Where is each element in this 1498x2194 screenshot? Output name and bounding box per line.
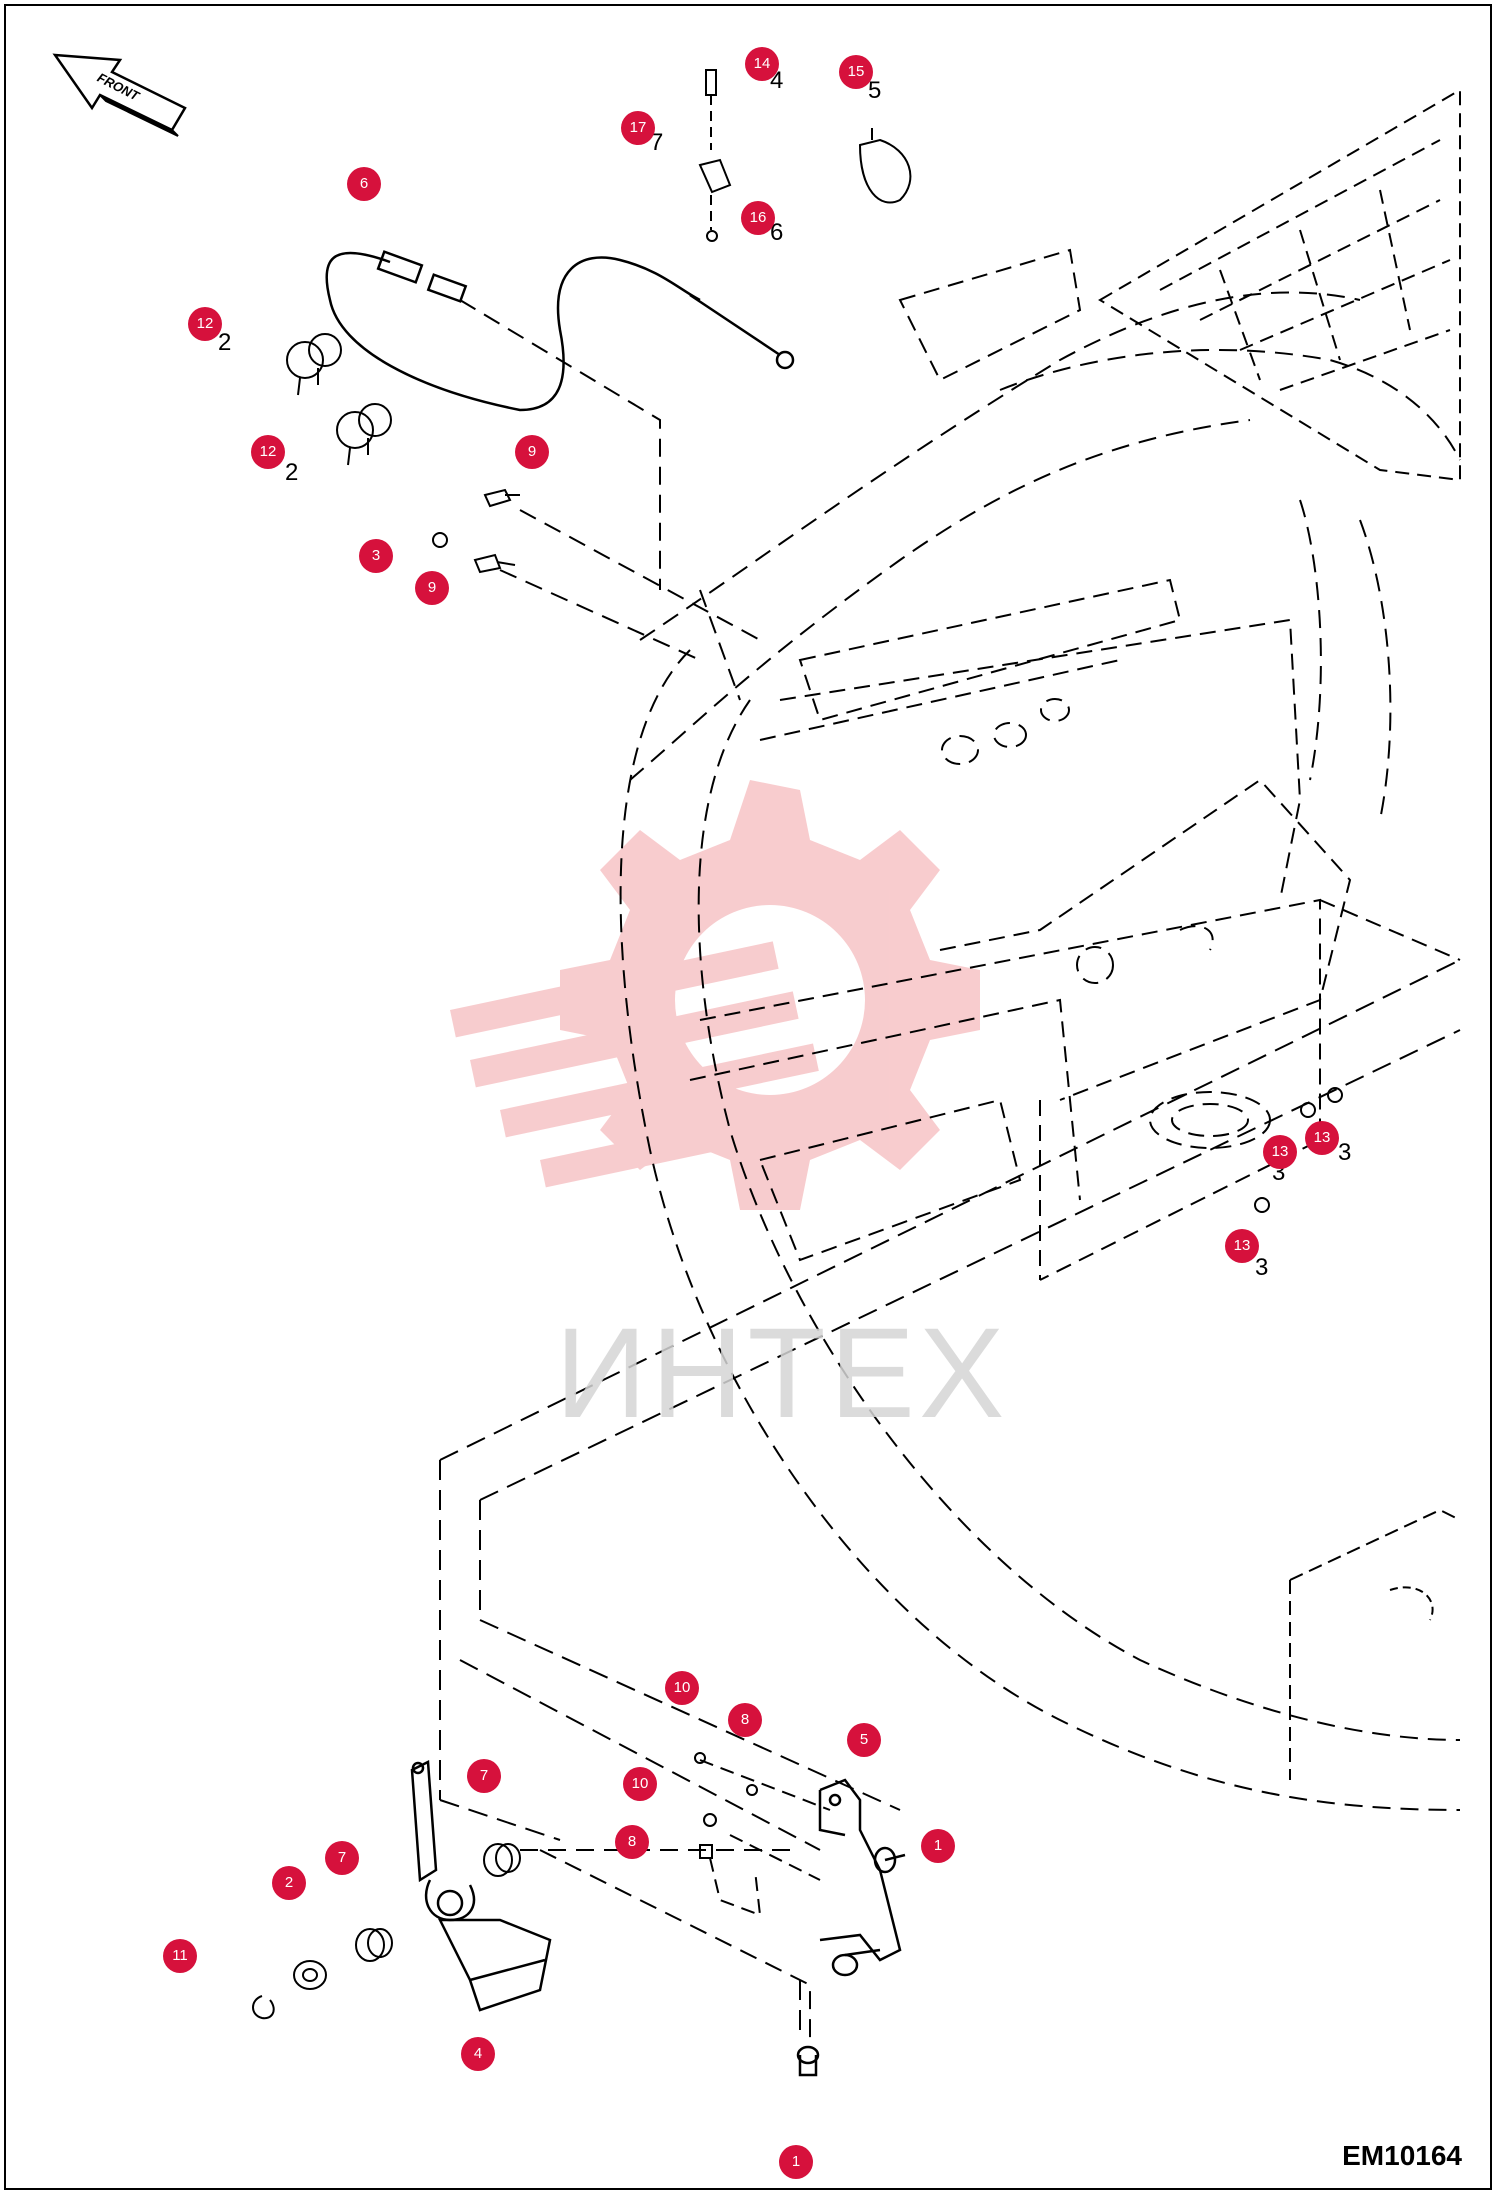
- svg-text:5: 5: [868, 77, 881, 104]
- throttle-cable: [325, 250, 795, 412]
- diagram-code: EM10164: [1342, 2140, 1462, 2171]
- callout-6[interactable]: 6: [347, 167, 381, 201]
- svg-text:2: 2: [285, 459, 298, 486]
- callout-14[interactable]: 14: [745, 47, 779, 81]
- rear-grille: [1098, 88, 1461, 482]
- diagram-frame: [4, 4, 1492, 2190]
- right-box: [1289, 1508, 1461, 1780]
- cab-frame-outline: [619, 291, 1461, 1811]
- callout-15[interactable]: 15: [839, 55, 873, 89]
- callout-8[interactable]: 8: [728, 1703, 762, 1737]
- callout-11[interactable]: 11: [163, 1939, 197, 1973]
- callout-1[interactable]: 1: [779, 2145, 813, 2179]
- svg-text:2: 2: [218, 329, 231, 356]
- upper-panel: [759, 248, 1302, 901]
- svg-text:7: 7: [650, 129, 663, 156]
- callout-3[interactable]: 3: [359, 539, 393, 573]
- svg-text:6: 6: [770, 219, 783, 246]
- floor-plate: [439, 959, 1461, 2040]
- cable-strap: [858, 128, 912, 204]
- callout-13[interactable]: 13: [1305, 1121, 1339, 1155]
- throttle-pedal: [410, 1760, 552, 2012]
- pedal-bushing: [252, 1843, 521, 2020]
- callout-13[interactable]: 13: [1263, 1135, 1297, 1169]
- callout-8[interactable]: 8: [615, 1825, 649, 1859]
- callout-7[interactable]: 7: [325, 1841, 359, 1875]
- callout-10[interactable]: 10: [665, 1671, 699, 1705]
- front-arrow-icon: FRONT: [52, 53, 187, 137]
- pedal-leader-lines: [520, 1849, 811, 2040]
- callout-16[interactable]: 16: [741, 201, 775, 235]
- svg-text:3: 3: [1338, 1139, 1351, 1166]
- callout-2[interactable]: 2: [272, 1866, 306, 1900]
- cable-clamp: [286, 333, 392, 466]
- svg-text:3: 3: [1255, 1254, 1268, 1281]
- bolt: [432, 488, 520, 574]
- callout-12[interactable]: 12: [188, 307, 222, 341]
- callout-4[interactable]: 4: [461, 2037, 495, 2071]
- watermark-text: ИНТЕХ: [555, 1302, 1009, 1445]
- callout-12[interactable]: 12: [251, 435, 285, 469]
- callout-1[interactable]: 1: [921, 1829, 955, 1863]
- control-panel: [689, 778, 1461, 1281]
- watermark-gear-icon: [450, 780, 980, 1210]
- pedal-bracket: [796, 1778, 906, 2077]
- callout-17[interactable]: 17: [621, 111, 655, 145]
- callout-10[interactable]: 10: [623, 1767, 657, 1801]
- callout-9[interactable]: 9: [415, 571, 449, 605]
- leader-lines: [459, 299, 761, 701]
- cable-clip: [698, 69, 732, 242]
- callout-13[interactable]: 13: [1225, 1229, 1259, 1263]
- washer: [1254, 1087, 1343, 1213]
- small-hardware: [694, 1752, 831, 1917]
- callout-9[interactable]: 9: [515, 435, 549, 469]
- callout-7[interactable]: 7: [467, 1759, 501, 1793]
- callout-5[interactable]: 5: [847, 1723, 881, 1757]
